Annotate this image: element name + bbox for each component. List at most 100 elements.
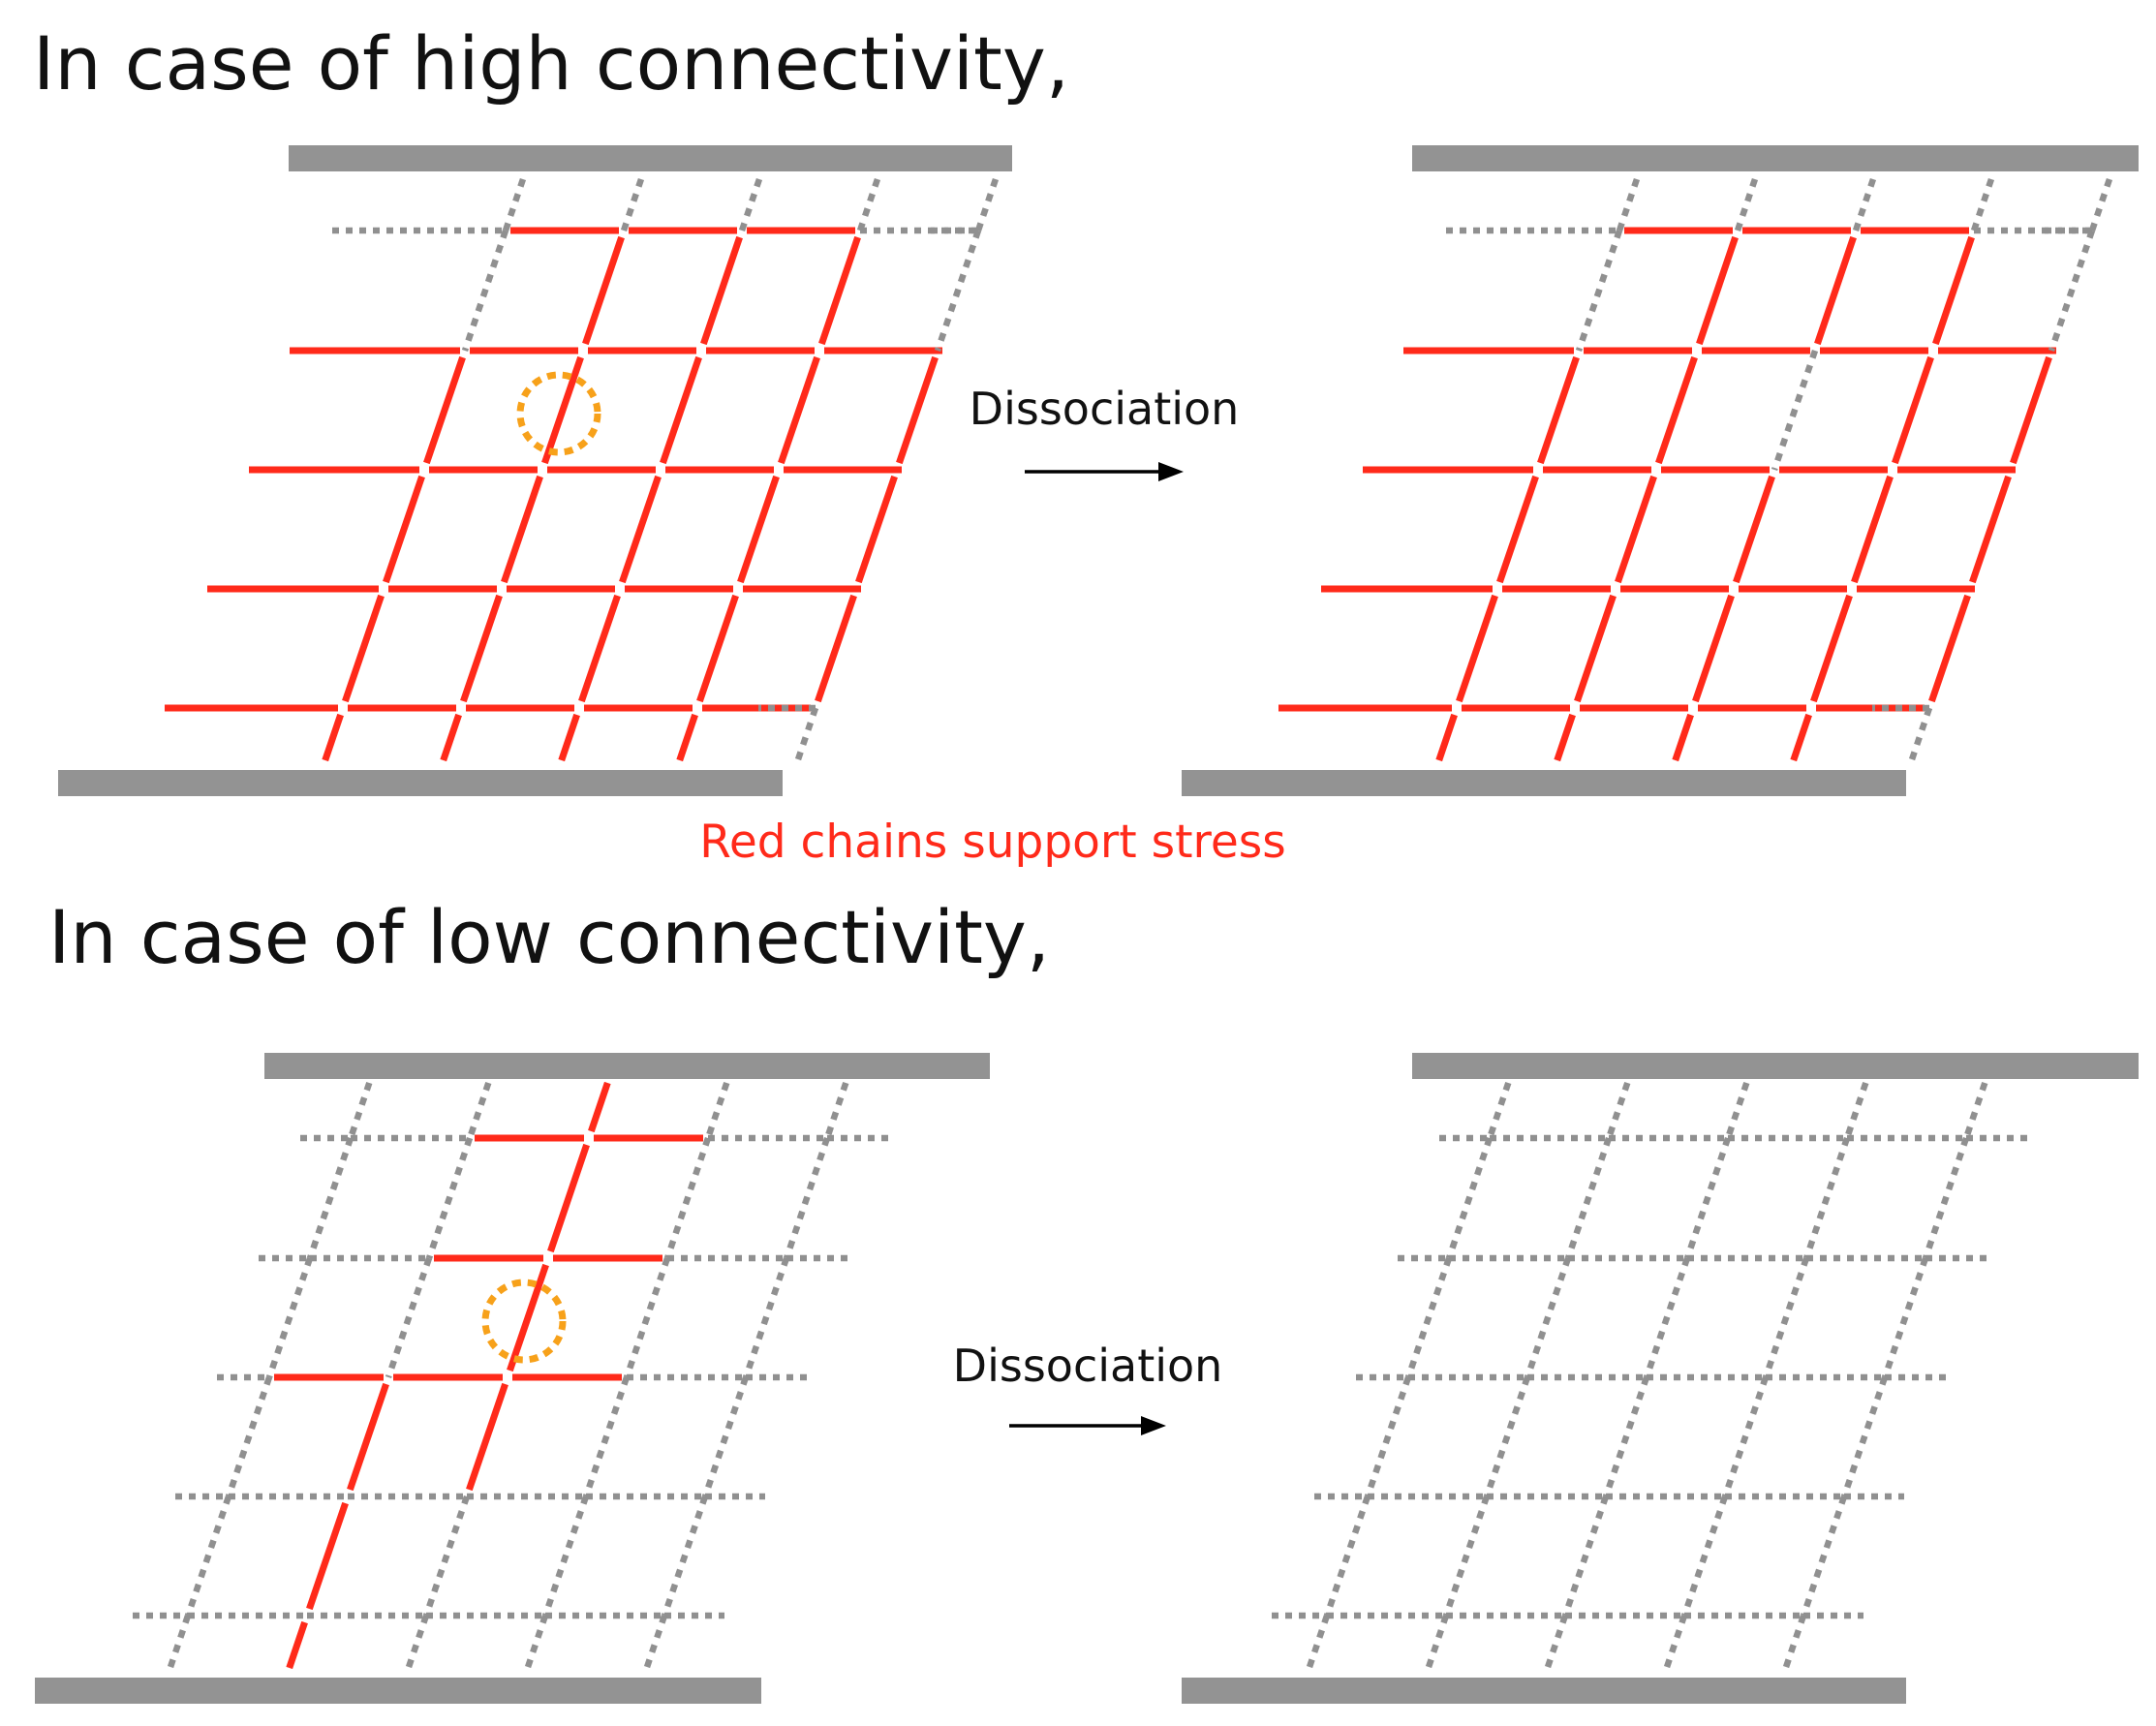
vertical-chain-segment (778, 355, 820, 465)
vertical-chain-segment (578, 594, 621, 703)
bottom-dissociation-arrow (1009, 1416, 1166, 1435)
vertical-chain-segment (440, 713, 462, 762)
vertical-chain-segment (815, 594, 857, 703)
vertical-chain-segment (383, 475, 425, 584)
vertical-chain-segment (306, 1501, 349, 1611)
vertical-chain-segment (2088, 177, 2113, 232)
vertical-chain-segment (541, 355, 584, 465)
vertical-chain-segment (1574, 594, 1617, 703)
vertical-chain-segment (934, 229, 982, 353)
vertical-chain-segment (1575, 229, 1623, 353)
vertical-chain-segment (1672, 713, 1694, 762)
vertical-chain-segment (855, 475, 898, 584)
vertical-chain-segment (1425, 1614, 1450, 1670)
vertical-chain-segment (823, 1081, 849, 1140)
vertical-chain-segment (1456, 594, 1498, 703)
vertical-chain-segment (1696, 235, 1739, 346)
vertical-chain-segment (2010, 355, 2052, 465)
top-dissociation-arrow (1025, 462, 1184, 481)
vertical-chain-segment (1790, 713, 1812, 762)
vertical-chain-segment (1892, 355, 1934, 465)
top-plate (1412, 1053, 2139, 1079)
bottom-plate (1182, 1678, 1906, 1704)
vertical-chain-segment (737, 475, 780, 584)
vertical-chain-segment (1683, 1136, 1732, 1260)
vertical-chain-segment (422, 1495, 471, 1618)
vertical-chain-segment (663, 1136, 712, 1260)
top-dissociation-label: Dissociation (970, 383, 1240, 435)
vertical-chain-segment (1364, 1375, 1412, 1498)
vertical-chain-segment (1544, 1614, 1569, 1670)
vertical-chain-segment (1483, 1375, 1531, 1498)
vertical-chain-segment (896, 355, 939, 465)
vertical-chain-segment (1442, 1495, 1491, 1618)
top-plate (289, 145, 1012, 171)
vertical-chain-segment (623, 1256, 671, 1379)
vertical-chain-segment (1616, 177, 1641, 232)
vertical-chain-segment (167, 1614, 192, 1670)
vertical-chain-segment (1724, 1081, 1750, 1140)
vertical-chain-segment (619, 475, 662, 584)
vertical-chain-segment (1721, 1375, 1770, 1498)
vertical-chain-segment (347, 1382, 389, 1492)
vertical-chain-segment (660, 355, 702, 465)
vertical-chain-segment (742, 1256, 790, 1379)
vertical-chain-segment (501, 475, 543, 584)
vertical-chain-segment (588, 1081, 611, 1133)
top-plate (1412, 145, 2139, 171)
bottom-left-network-before (35, 1053, 990, 1704)
vertical-chain-segment (1605, 1081, 1631, 1140)
vertical-chain-segment (701, 1375, 750, 1498)
vertical-chain-segment (818, 235, 861, 346)
vertical-chain-segment (1561, 1495, 1610, 1618)
vertical-chain-segment (547, 1143, 590, 1253)
bottom-plate (35, 1678, 761, 1704)
bottom-plate (1182, 770, 1906, 796)
low-connectivity-heading: In case of low connectivity, (48, 894, 1050, 980)
bottom-right-network-after (1182, 1053, 2139, 1704)
top-left-network-before (58, 145, 1012, 796)
vertical-chain-segment (1692, 594, 1735, 703)
vertical-chain-segment (974, 177, 1000, 232)
vertical-chain-segment (286, 1620, 308, 1670)
vertical-chain-segment (1932, 235, 1975, 346)
vertical-chain-segment (1445, 1136, 1494, 1260)
vertical-chain-segment (524, 1614, 549, 1670)
vertical-chain-segment (1537, 355, 1580, 465)
vertical-chain-segment (661, 1495, 709, 1618)
vertical-chain-segment (1564, 1136, 1613, 1260)
vertical-chain-segment (1496, 475, 1539, 584)
vertical-chain-segment (1908, 706, 1933, 762)
top-right-network-after (1182, 145, 2139, 796)
bottom-dissociation-label: Dissociation (953, 1340, 1223, 1392)
vertical-chain-segment (783, 1136, 831, 1260)
vertical-chain-segment (676, 713, 698, 762)
vertical-chain-segment (423, 355, 466, 465)
vertical-chain-segment (1663, 1614, 1688, 1670)
vertical-chain-segment (1524, 1256, 1572, 1379)
vertical-chain-segment (1306, 1614, 1331, 1670)
vertical-chain-segment (347, 1081, 373, 1140)
stress-caption: Red chains support stress (699, 816, 1285, 869)
vertical-chain-segment (342, 594, 385, 703)
top-plate (264, 1053, 990, 1079)
vertical-chain-segment (1881, 1256, 1929, 1379)
dissociation-site-marker (516, 371, 601, 456)
vertical-chain-segment (1762, 1256, 1810, 1379)
vertical-chain-segment (306, 1136, 354, 1260)
vertical-chain-segment (1404, 1256, 1453, 1379)
vertical-chain-segment (582, 1375, 631, 1498)
vertical-chain-segment (1734, 177, 1759, 232)
vertical-chain-segment (643, 1614, 668, 1670)
vertical-chain-segment (502, 177, 527, 232)
vertical-chain-segment (620, 177, 645, 232)
vertical-chain-segment (466, 1382, 508, 1492)
vertical-chain-segment (265, 1256, 314, 1379)
vertical-chain-segment (385, 1256, 433, 1379)
vertical-chain-segment (1554, 713, 1576, 762)
vertical-chain-segment (461, 229, 509, 353)
vertical-chain-segment (1323, 1495, 1371, 1618)
vertical-chain-segment (1680, 1495, 1729, 1618)
vertical-chain-segment (1602, 1375, 1650, 1498)
